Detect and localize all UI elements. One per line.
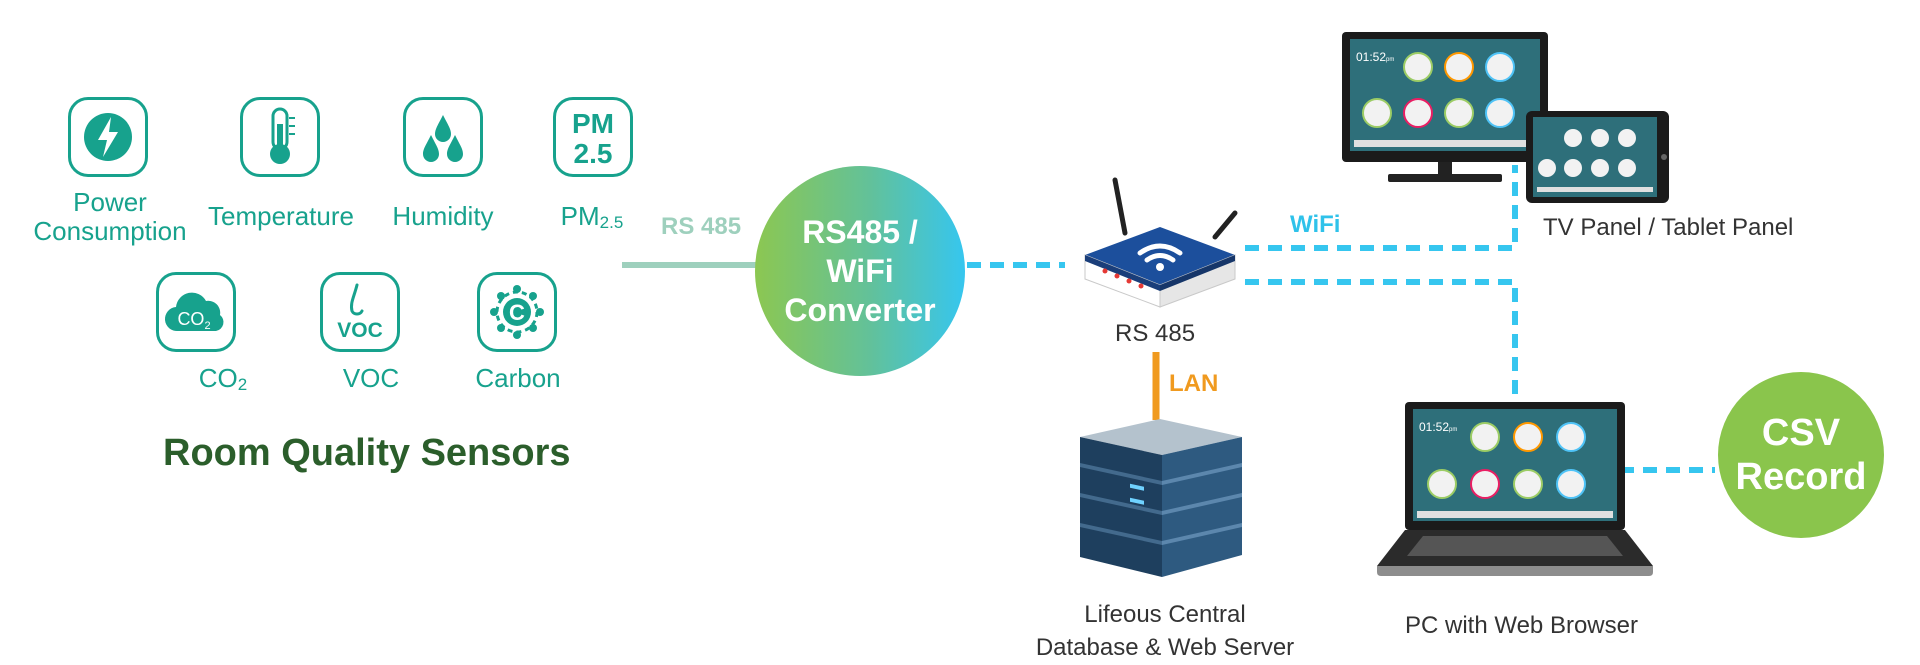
- co2-icon-text: CO: [177, 309, 204, 329]
- converter-line-1: RS485 /: [802, 213, 918, 250]
- temperature-sensor-icon: [240, 97, 320, 177]
- pc-clock-suffix: pm: [1449, 427, 1457, 433]
- pc-clock: 01:52: [1419, 420, 1449, 434]
- voc-sensor-icon: VOC: [320, 272, 400, 352]
- converter-line-2: WiFi: [826, 252, 894, 289]
- csv-line-1: CSV: [1761, 412, 1841, 454]
- voc-icon-text: VOC: [337, 319, 383, 342]
- humidity-sensor-label: Humidity: [392, 201, 494, 231]
- svg-text:01:52pm: 01:52pm: [1356, 50, 1394, 64]
- power-sensor-icon: [68, 97, 148, 177]
- lan-link-label: LAN: [1169, 370, 1219, 397]
- server-icon: [1080, 419, 1242, 577]
- router-label: RS 485: [1115, 320, 1196, 347]
- svg-text:01:52pm: 01:52pm: [1419, 420, 1457, 434]
- co2-sensor-label: CO2: [198, 363, 248, 395]
- laptop-icon: 01:52pm: [1377, 402, 1653, 576]
- tv-clock: 01:52: [1356, 50, 1386, 64]
- pc-label: PC with Web Browser: [1405, 612, 1638, 639]
- tv-panel-label: TV Panel / Tablet Panel: [1543, 214, 1794, 241]
- pm25-icon-text-top: PM: [572, 108, 614, 139]
- power-label-line-2: Consumption: [33, 216, 187, 246]
- pm25-icon-text-bottom: 2.5: [574, 138, 613, 169]
- rs485-link-label: RS 485: [661, 213, 742, 240]
- tablet-panel-icon: [1526, 111, 1669, 203]
- tv-panel-icon: 01:52pm: [1342, 32, 1548, 182]
- wifi-link-label: WiFi: [1290, 211, 1341, 238]
- humidity-sensor-icon: [403, 97, 483, 177]
- svg-text:CO2: CO2: [177, 309, 210, 332]
- sensors-title: Room Quality Sensors: [163, 432, 571, 474]
- server-label: Lifeous Central Database & Web Server: [1015, 598, 1315, 664]
- carbon-icon-text: C: [509, 300, 525, 325]
- converter-circle: RS485 / WiFi Converter: [755, 166, 965, 376]
- csv-record-circle: CSV Record: [1718, 372, 1884, 538]
- server-label-line-1: Lifeous Central: [1084, 601, 1246, 628]
- csv-line-2: Record: [1735, 456, 1867, 498]
- server-label-line-2: Database & Web Server: [1035, 634, 1295, 661]
- temperature-sensor-label: Temperature: [208, 201, 354, 231]
- power-sensor-label: Power Consumption: [33, 188, 186, 246]
- tv-clock-suffix: pm: [1386, 57, 1394, 63]
- power-label-line-1: Power: [73, 187, 147, 217]
- converter-line-3: Converter: [784, 291, 936, 328]
- carbon-sensor-label: Carbon: [475, 363, 561, 393]
- router-icon: [1084, 177, 1238, 308]
- carbon-sensor-icon: C: [477, 272, 557, 352]
- wifi-link-router-tv: [1245, 165, 1518, 251]
- wifi-link-router-pc: [1245, 279, 1518, 400]
- pm25-sensor-label: PM2.5: [560, 201, 624, 233]
- co2-icon-sub: 2: [204, 320, 210, 332]
- voc-sensor-label: VOC: [342, 363, 400, 393]
- co2-sensor-icon: CO2: [156, 272, 236, 352]
